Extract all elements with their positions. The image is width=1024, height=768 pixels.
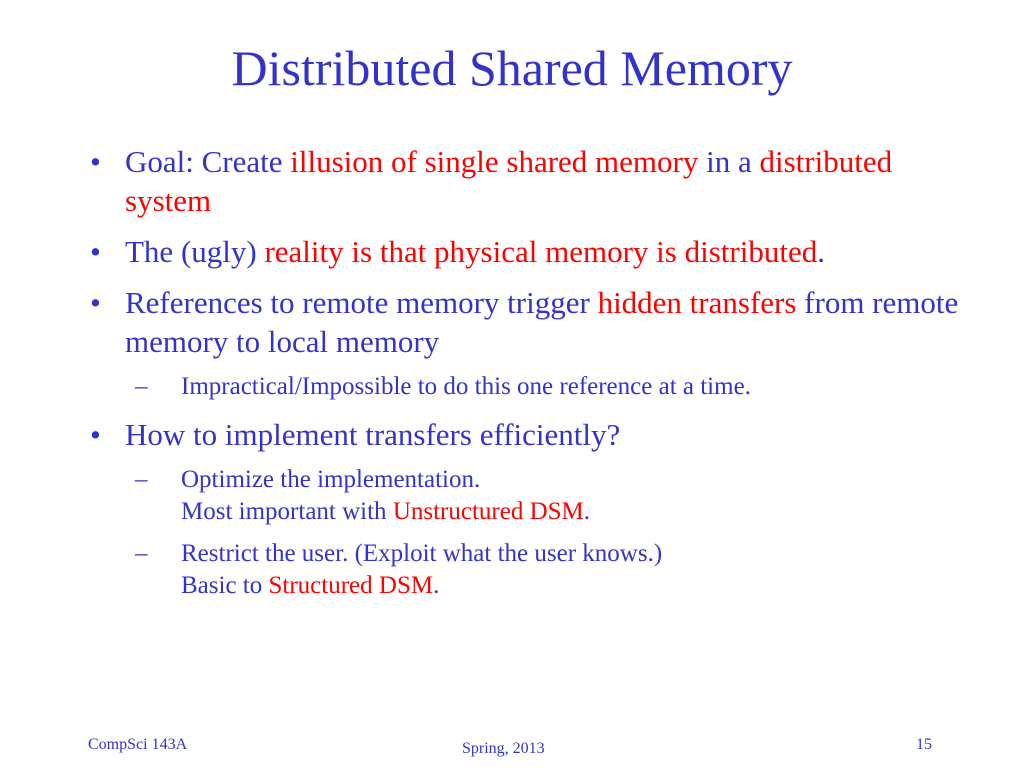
sub-bullet-symbol: – — [135, 540, 148, 567]
text-segment: Most important with — [181, 498, 393, 525]
sub-bullet-symbol: – — [135, 466, 148, 493]
sub-bullet-line: Impractical/Impossible to do this one re… — [181, 371, 980, 403]
slide-title: Distributed Shared Memory — [231, 40, 793, 96]
text-segment: illusion of single shared memory — [290, 144, 699, 179]
footer-page-number: 15 — [916, 736, 932, 753]
text-segment: distributed system — [125, 144, 893, 218]
sub-bullet-line: Most important with Unstructured DSM. — [181, 496, 980, 528]
sub-bullet-item: – Restrict the user. (Exploit what the us… — [135, 538, 980, 602]
text-segment: How to implement transfers efficiently? — [125, 417, 621, 452]
text-segment: hidden transfers — [597, 285, 797, 320]
bullet-text: References to remote memory trigger hidd… — [125, 285, 958, 359]
text-segment: Impractical/Impossible to do this one re… — [181, 373, 751, 400]
bullet-symbol: • — [90, 234, 101, 269]
footer-course: CompSci 143A — [88, 736, 188, 753]
bullet-text: How to implement transfers efficiently? — [125, 417, 620, 452]
sub-bullet-symbol: – — [135, 373, 148, 400]
text-segment: reality is that physical memory is distr… — [264, 234, 818, 269]
bullet-symbol: • — [90, 417, 101, 452]
sub-bullet-line: Basic to Structured DSM. — [181, 570, 980, 602]
bullet-item: • References to remote memory trigger hid… — [90, 283, 980, 361]
bullet-text: Goal: Create illusion of single shared m… — [125, 144, 892, 218]
text-segment: Goal: Create — [125, 144, 291, 179]
text-segment: References to remote memory trigger — [125, 285, 598, 320]
text-segment: Structured DSM — [268, 572, 434, 599]
text-segment: from remote memory to local memory — [125, 285, 959, 359]
text-segment: Optimize the implementation. — [181, 466, 481, 493]
text-segment: in a — [698, 144, 760, 179]
sub-bullet-item: – Impractical/Impossible to do this one r… — [135, 371, 980, 403]
footer-term: Spring, 2013 — [462, 740, 545, 757]
text-segment: . — [433, 572, 440, 599]
text-segment: . — [817, 234, 825, 269]
text-segment: Unstructured DSM — [392, 498, 584, 525]
bullet-item: • The (ugly) reality is that physical mem… — [90, 232, 980, 271]
bullet-item: • Goal: Create illusion of single shared … — [90, 142, 980, 220]
text-segment: Restrict the user. (Exploit what the use… — [181, 540, 663, 567]
bullet-symbol: • — [90, 285, 101, 320]
bullet-item: • How to implement transfers efficiently? — [90, 415, 980, 454]
sub-bullet-line: Optimize the implementation. — [181, 464, 980, 496]
bullet-text: The (ugly) reality is that physical memo… — [125, 234, 825, 269]
sub-bullet-line: Restrict the user. (Exploit what the use… — [181, 538, 980, 570]
text-segment: . — [583, 498, 591, 525]
slide-content: • Goal: Create illusion of single shared … — [90, 142, 980, 614]
text-segment: Basic to — [181, 572, 269, 599]
bullet-symbol: • — [90, 144, 101, 179]
text-segment: The (ugly) — [125, 234, 265, 269]
sub-bullet-item: – Optimize the implementation. Most import… — [135, 464, 980, 528]
